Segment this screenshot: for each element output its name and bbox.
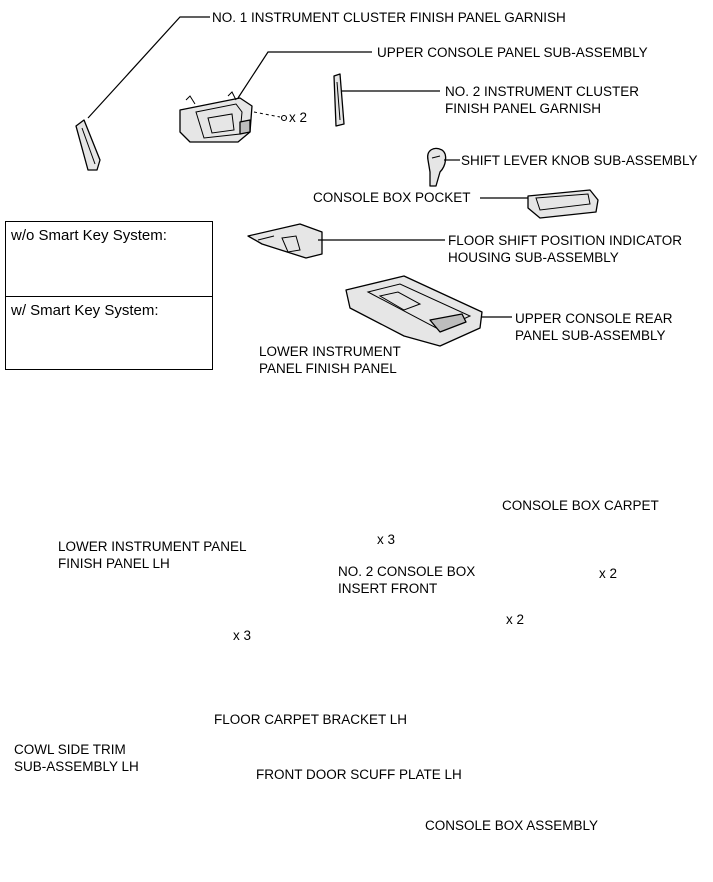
console-box-pocket-part (527, 189, 599, 219)
leader-upper-console (237, 51, 372, 99)
label-console-box-assembly: CONSOLE BOX ASSEMBLY (425, 818, 599, 833)
label-lower-finish-lh-line2: FINISH PANEL LH (58, 556, 170, 571)
variant-box-divider (5, 296, 213, 297)
upper-console-rear-part (345, 275, 483, 347)
label-floor-shift-line1: FLOOR SHIFT POSITION INDICATOR (448, 233, 683, 248)
label-upper-rear-line2: PANEL SUB-ASSEMBLY (515, 328, 666, 343)
variant-box (5, 221, 213, 370)
label-no2-garnish-line2: FINISH PANEL GARNISH (445, 101, 602, 116)
qty-bracket-screws: x 3 (233, 628, 252, 643)
screw-line-upper-console (253, 111, 281, 118)
label-no2-insert-line1: NO. 2 CONSOLE BOX (338, 564, 476, 579)
label-upper-rear-line1: UPPER CONSOLE REAR (515, 311, 673, 326)
qty-upper-console-screws: x 2 (289, 110, 308, 125)
qty-insert-front-screws: x 3 (377, 532, 396, 547)
label-upper-console-panel: UPPER CONSOLE PANEL SUB-ASSEMBLY (377, 45, 648, 60)
variant-with-smart-key: w/ Smart Key System: (11, 302, 159, 319)
shift-knob-part (427, 147, 447, 187)
label-floor-shift-line2: HOUSING SUB-ASSEMBLY (448, 250, 619, 265)
label-no1-garnish: NO. 1 INSTRUMENT CLUSTER FINISH PANEL GA… (212, 10, 566, 25)
label-lower-finish-lh-line1: LOWER INSTRUMENT PANEL (58, 539, 247, 554)
floor-shift-housing-part (247, 223, 323, 259)
qty-console-side-bolts: x 2 (506, 612, 525, 627)
label-console-carpet: CONSOLE BOX CARPET (502, 498, 659, 513)
label-cowl-line2: SUB-ASSEMBLY LH (14, 759, 139, 774)
label-cowl-line1: COWL SIDE TRIM (14, 742, 126, 757)
leader-no1-garnish (87, 16, 210, 119)
no2-garnish-part (333, 73, 345, 127)
label-floor-bracket: FLOOR CARPET BRACKET LH (214, 712, 408, 727)
label-no2-garnish-line1: NO. 2 INSTRUMENT CLUSTER (445, 84, 640, 99)
qty-console-top-bolts: x 2 (599, 566, 618, 581)
no1-garnish-part (75, 119, 101, 171)
label-lower-finish-line1: LOWER INSTRUMENT (259, 344, 401, 359)
screw-icon (280, 114, 288, 122)
label-shift-knob: SHIFT LEVER KNOB SUB-ASSEMBLY (461, 153, 698, 168)
upper-console-panel-part (179, 91, 253, 143)
label-lower-finish-line2: PANEL FINISH PANEL (259, 361, 397, 376)
variant-without-smart-key: w/o Smart Key System: (11, 227, 167, 244)
label-console-box-pocket: CONSOLE BOX POCKET (313, 190, 471, 205)
label-scuff-plate: FRONT DOOR SCUFF PLATE LH (256, 767, 462, 782)
label-no2-insert-line2: INSERT FRONT (338, 581, 438, 596)
